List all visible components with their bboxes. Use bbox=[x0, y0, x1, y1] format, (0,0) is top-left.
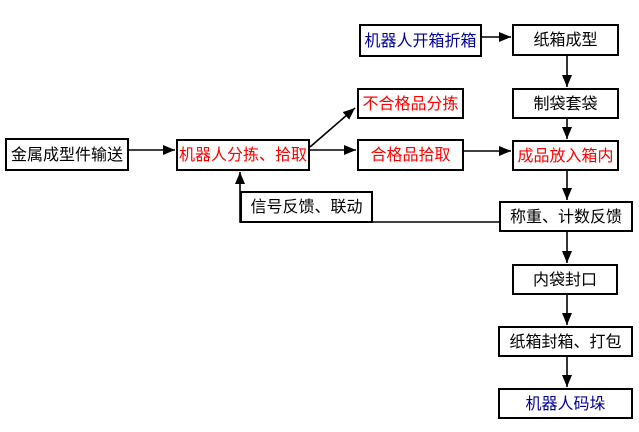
flow-node-product-into-box: 成品放入箱内 bbox=[512, 140, 619, 171]
flow-node-robot-palletizing: 机器人码垛 bbox=[498, 388, 633, 419]
flow-node-robot-case-opening: 机器人开箱折箱 bbox=[359, 24, 482, 57]
flow-node-inner-bag-sealing: 内袋封口 bbox=[512, 264, 618, 295]
flow-node-robot-sorting-picking: 机器人分拣、拾取 bbox=[176, 139, 310, 171]
flow-node-bag-making: 制袋套袋 bbox=[512, 88, 619, 119]
flow-node-signal-feedback-linkage: 信号反馈、联动 bbox=[240, 191, 373, 223]
flow-node-carton-forming: 纸箱成型 bbox=[512, 24, 619, 56]
flow-node-weighing-counting-feedback: 称重、计数反馈 bbox=[499, 201, 633, 232]
flow-node-carton-sealing-packing: 纸箱封箱、打包 bbox=[498, 326, 633, 357]
flow-node-defective-sorting: 不合格品分拣 bbox=[357, 88, 464, 119]
flow-node-qualified-picking: 合格品拾取 bbox=[357, 139, 464, 171]
arrow-sorting-to-defective bbox=[309, 107, 356, 148]
flow-node-metal-forming-conveyor: 金属成型件输送 bbox=[5, 138, 129, 171]
